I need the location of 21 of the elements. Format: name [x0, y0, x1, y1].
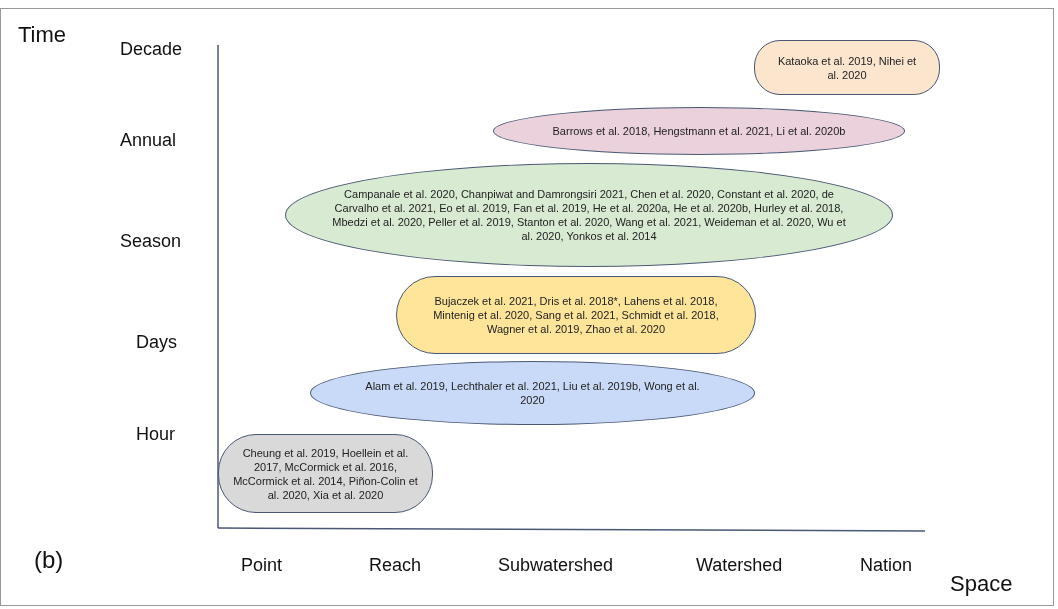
citation-box	[754, 40, 940, 95]
axis-tick-label: Hour	[136, 424, 175, 445]
axis-tick-label: Season	[120, 231, 182, 252]
citation-text: Kataoka et al. 2019, Nihei et al. 2020	[776, 53, 918, 82]
citation-text: Bujaczek et al. 2021, Dris et al. 2018*, Lahens et al. 2018, Mintenig et al. 2020, Sang et al. 2021, Schmidt et al. 2018, Wagner et al. 2019, Zhao et al. 2020	[432, 294, 720, 336]
axis-tick-label: Annual	[120, 130, 177, 151]
axis-tick-label: Days	[136, 332, 177, 353]
citation-text: Campanale et al. 2020, Chanpiwat and Damrongsiri 2021, Chen et al. 2020, Constant et al. 2020, de Carvalho et al. 2021, Eo et al. 2019, Fan et al. 2019, He et al. 2020a, He et al. 2020b, Hurley et al. 2018, Mbedzi et al. 2020, Peller et al. 2019, Stanton et al. 2020, Wang et al. 2021, Weideman et al. 2020, Wu et al. 2020, Yonkos et al. 2014	[331, 187, 847, 243]
axis-tick-label: Nation	[860, 555, 913, 576]
citation-text: Cheung et al. 2019, Hoellein et al. 2017, McCormick et al. 2016, McCormick et al. 2014, Piñon-Colin et al. 2020, Xia et al. 2020	[233, 445, 418, 502]
axis-tick-label: Reach	[369, 555, 422, 576]
axis-tick-label: Subwatershed	[498, 555, 614, 576]
panel-label: (b)	[34, 546, 64, 574]
axis-tick-label: Decade	[120, 39, 183, 60]
axis-title: Time	[18, 22, 67, 48]
citation-box	[218, 434, 433, 513]
axis-tick-label: Watershed	[696, 555, 783, 576]
axis-tick-label: Point	[241, 555, 283, 576]
citation-text: Alam et al. 2019, Lechthaler et al. 2021, Liu et al. 2019b, Wong et al. 2020	[364, 379, 701, 407]
citation-text: Barrows et al. 2018, Hengstmann et al. 2021, Li et al. 2020b	[552, 124, 846, 138]
axis-title: Space	[950, 571, 1013, 597]
